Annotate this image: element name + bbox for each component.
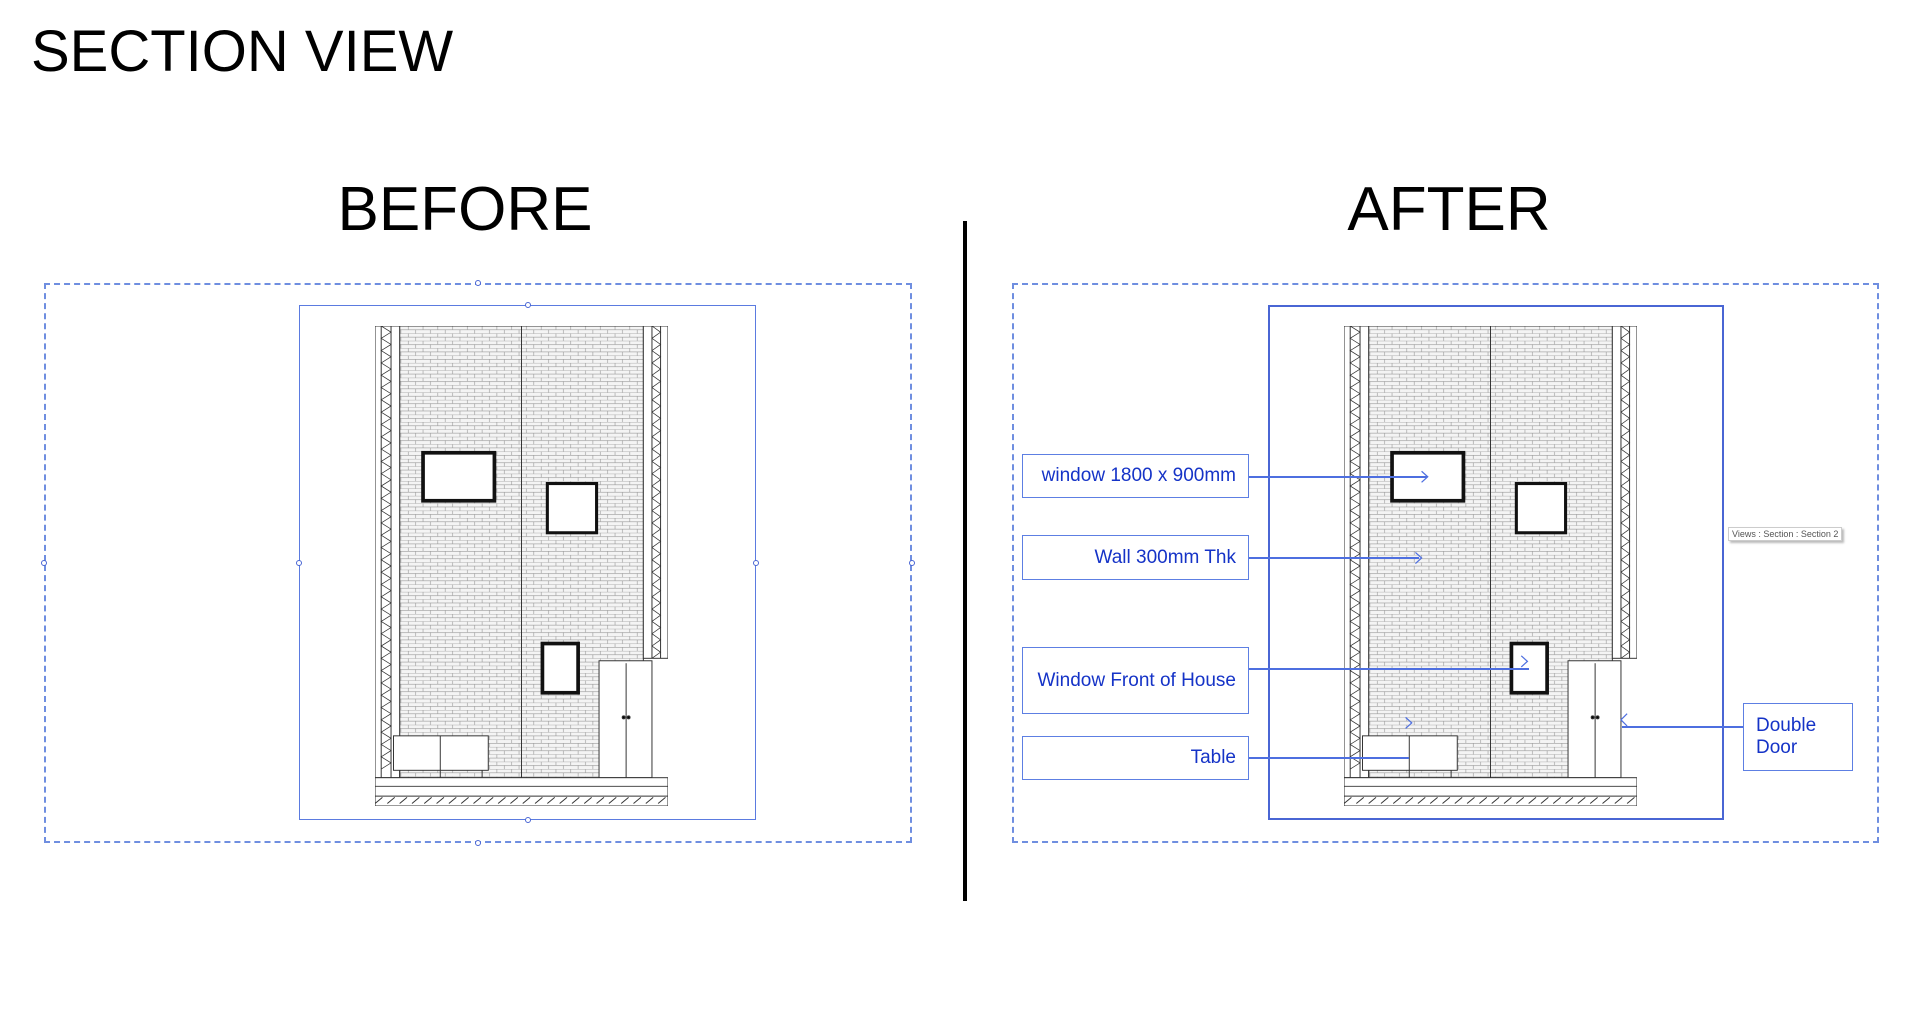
table: [1362, 735, 1458, 778]
crop-grip-handle[interactable]: [475, 840, 481, 846]
crop-grip-handle[interactable]: [475, 280, 481, 286]
leader-line: [1249, 668, 1529, 670]
crop-grip-handle[interactable]: [525, 302, 531, 308]
leader-line: [1249, 476, 1427, 478]
after-heading: AFTER: [1347, 175, 1551, 244]
window: [1514, 482, 1568, 535]
after-section-drawing: [1343, 325, 1638, 807]
window: [545, 482, 599, 535]
page-title: SECTION VIEW: [31, 19, 454, 84]
text-note-window-front[interactable]: Window Front of House: [1022, 647, 1249, 714]
right-wall-layers: [642, 325, 669, 659]
double-door: [1567, 660, 1622, 779]
text-note-table[interactable]: Table: [1022, 736, 1249, 780]
floor-slab: [374, 777, 669, 807]
crop-grip-handle[interactable]: [41, 560, 47, 566]
crop-grip-handle[interactable]: [909, 560, 915, 566]
crop-grip-handle[interactable]: [753, 560, 759, 566]
left-wall-layers: [374, 325, 401, 779]
table: [393, 735, 489, 778]
leader-line: [1622, 726, 1743, 728]
double-door: [598, 660, 653, 779]
window: [421, 450, 497, 503]
view-tooltip: Views : Section : Section 2: [1728, 527, 1843, 541]
leader-arrowheads: [1405, 470, 1628, 729]
before-section-drawing: [374, 325, 669, 807]
crop-grip-handle[interactable]: [296, 560, 302, 566]
text-note-wall[interactable]: Wall 300mm Thk: [1022, 535, 1249, 580]
before-heading: BEFORE: [337, 175, 593, 244]
after-annotation-crop-region[interactable]: [1012, 283, 1879, 843]
divider-line: [963, 221, 967, 901]
floor-slab: [1343, 777, 1638, 807]
leader-line: [1249, 757, 1409, 759]
left-wall-layers: [1343, 325, 1370, 779]
crop-grip-handle[interactable]: [525, 817, 531, 823]
right-wall-layers: [1611, 325, 1638, 659]
text-note-window[interactable]: window 1800 x 900mm: [1022, 454, 1249, 498]
after-crop-region[interactable]: [1268, 305, 1724, 820]
leader-line: [1249, 557, 1419, 559]
text-note-double-door[interactable]: Double Door: [1743, 703, 1853, 771]
window: [540, 641, 580, 695]
